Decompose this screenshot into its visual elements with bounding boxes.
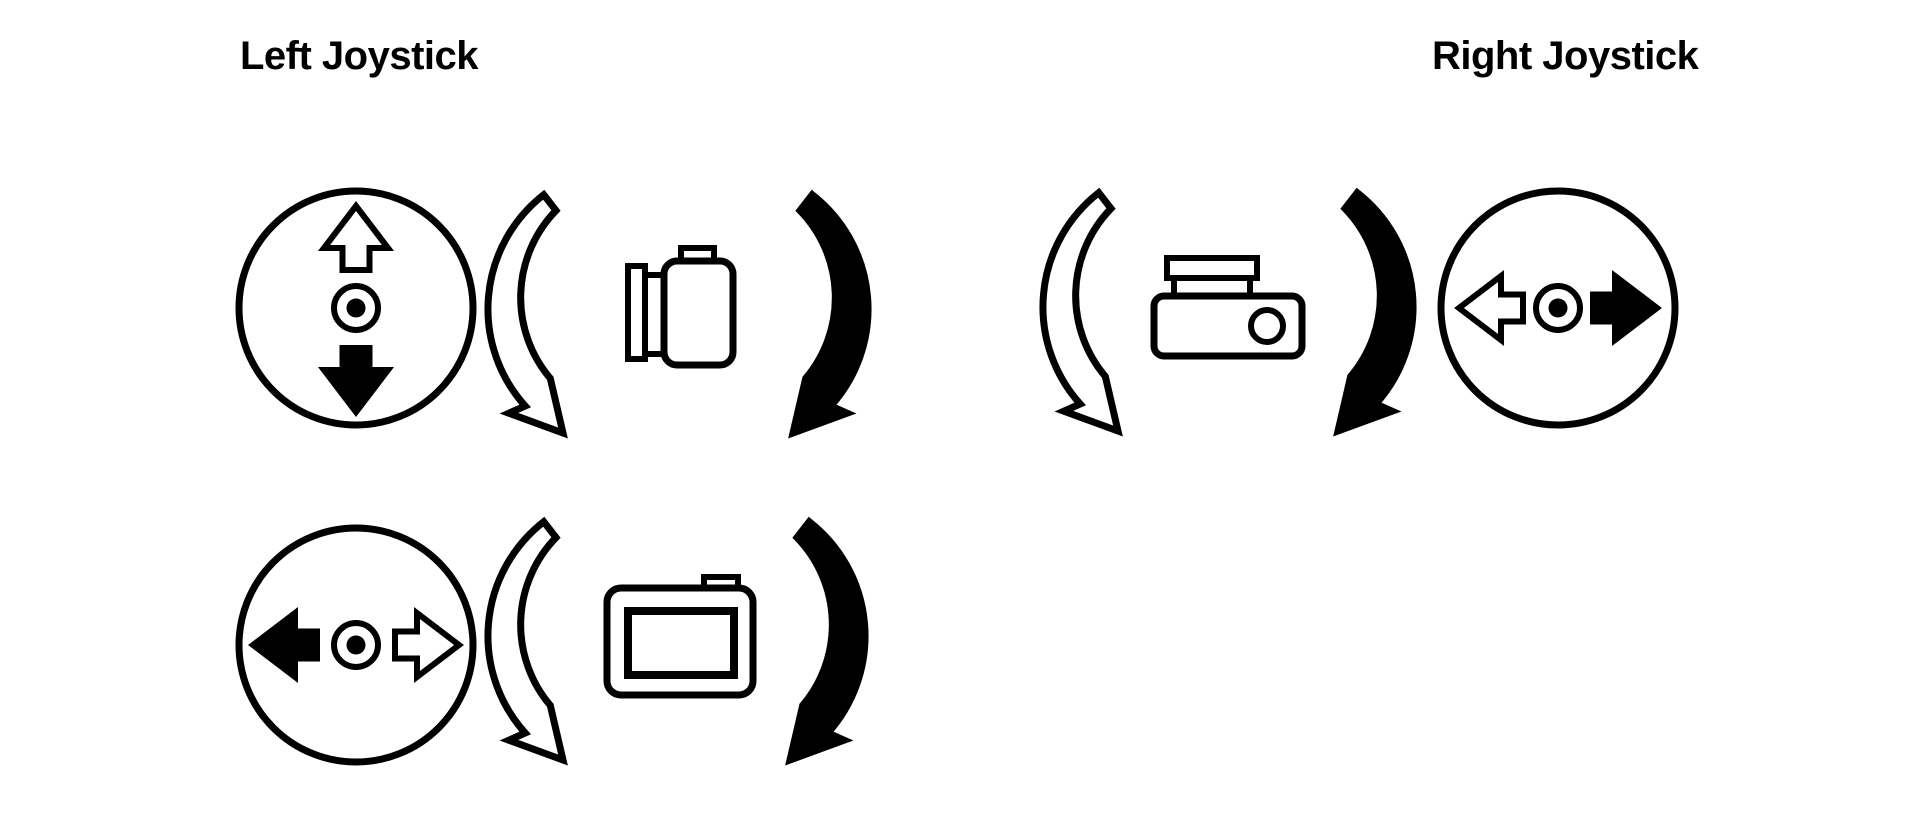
joystick-up-down-icon (235, 187, 477, 429)
curved-arrow-solid-icon (793, 195, 868, 433)
left-joystick-title: Left Joystick (240, 34, 479, 78)
center-dot-icon (334, 286, 378, 330)
right-joystick-title: Right Joystick (1432, 34, 1699, 78)
curved-arrow-outline-icon (1043, 193, 1118, 431)
tilt-control-group (235, 187, 868, 433)
camera-screen (624, 607, 738, 679)
camera-dial-circle (1248, 307, 1286, 345)
joystick-pan-icon (1437, 187, 1679, 429)
center-dot-icon (334, 623, 378, 667)
joystick-roll-icon (235, 524, 477, 766)
curved-arrow-outline-icon (488, 195, 563, 433)
curved-arrow-solid-icon (790, 522, 865, 760)
camera-body (660, 257, 737, 369)
pan-control-group (1043, 187, 1679, 431)
curved-arrow-solid-icon (1338, 193, 1413, 431)
camera-lens-plate (1164, 255, 1260, 281)
camera-back-icon (603, 574, 757, 699)
camera-side-icon (625, 245, 737, 369)
camera-top-icon (1150, 255, 1306, 360)
center-dot-icon (1536, 286, 1580, 330)
curved-arrow-outline-icon (488, 522, 563, 760)
roll-control-group (235, 522, 865, 766)
